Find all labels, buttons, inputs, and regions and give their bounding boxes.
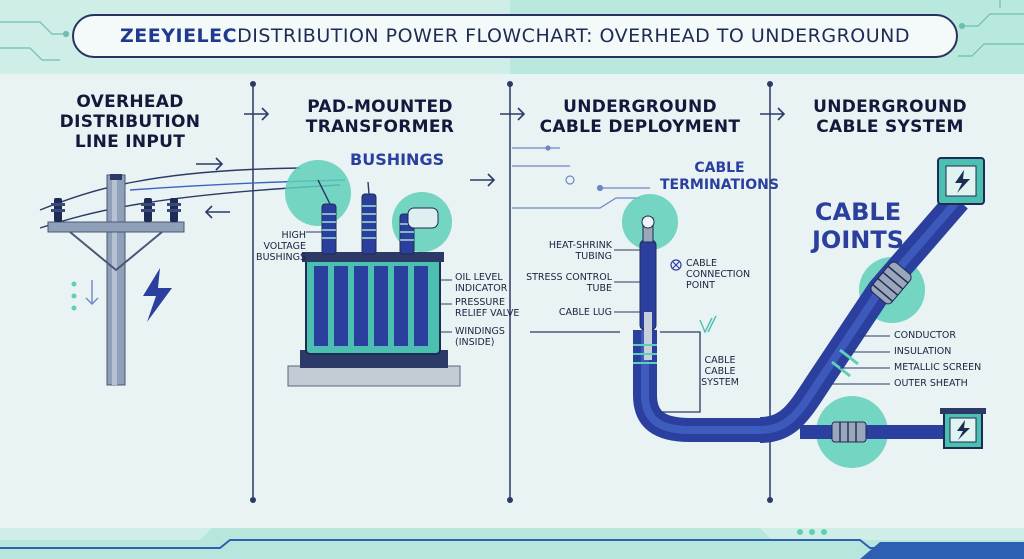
arrow-left-icon xyxy=(204,205,230,219)
circuit-decoration xyxy=(0,0,1024,61)
stage-heading-system: UNDERGROUND CABLE SYSTEM xyxy=(813,97,967,137)
cable-terminations-label: CABLE TERMINATIONS xyxy=(660,160,779,193)
utility-pole xyxy=(39,167,346,386)
stage-heading-transformer: PAD-MOUNTED TRANSFORMER xyxy=(305,97,455,137)
stage-heading-overhead: OVERHEAD DISTRIBUTION LINE INPUT xyxy=(59,92,201,152)
metallic-screen-label: METALLIC SCREEN xyxy=(894,362,982,373)
pressure-relief-label: PRESSURE RELIEF VALVE xyxy=(455,297,520,319)
trench-label: CABLE CABLE SYSTEM xyxy=(701,355,739,388)
lightning-icon xyxy=(143,268,172,322)
cable-joints-label: CABLE JOINTS xyxy=(812,198,905,254)
stress-control-label: STRESS CONTROL TUBE xyxy=(526,272,612,294)
heat-shrink-label: HEAT-SHRINK TUBING xyxy=(548,240,612,262)
brand-name: ZEEYIELEC xyxy=(120,25,238,47)
outer-sheath-label: OUTER SHEATH xyxy=(894,378,968,389)
oil-level-label: OIL LEVEL INDICATOR xyxy=(455,272,508,294)
connection-point-label: CABLE CONNECTION POINT xyxy=(686,258,751,291)
insulation-label: INSULATION xyxy=(894,346,952,357)
windings-label: WINDINGS (INSIDE) xyxy=(455,326,505,348)
title-text: DISTRIBUTION POWER FLOWCHART: OVERHEAD T… xyxy=(237,25,910,47)
arrow-right-icon xyxy=(196,107,786,187)
page-title: ZEEYIELEC DISTRIBUTION POWER FLOWCHART: … xyxy=(72,14,958,58)
cable-termination xyxy=(530,194,760,442)
cable-system xyxy=(759,157,986,468)
conductor-label: CONDUCTOR xyxy=(894,330,957,341)
connection-point-icon xyxy=(670,259,682,271)
transformer xyxy=(285,160,461,387)
stage-heading-deployment: UNDERGROUND CABLE DEPLOYMENT xyxy=(539,97,741,137)
hv-bushings-label: HIGH VOLTAGE BUSHINGS xyxy=(256,230,306,263)
bushings-label: BUSHINGS xyxy=(350,150,445,169)
cable-lug-label: CABLE LUG xyxy=(558,307,612,318)
arrow-down-icon xyxy=(71,281,77,311)
